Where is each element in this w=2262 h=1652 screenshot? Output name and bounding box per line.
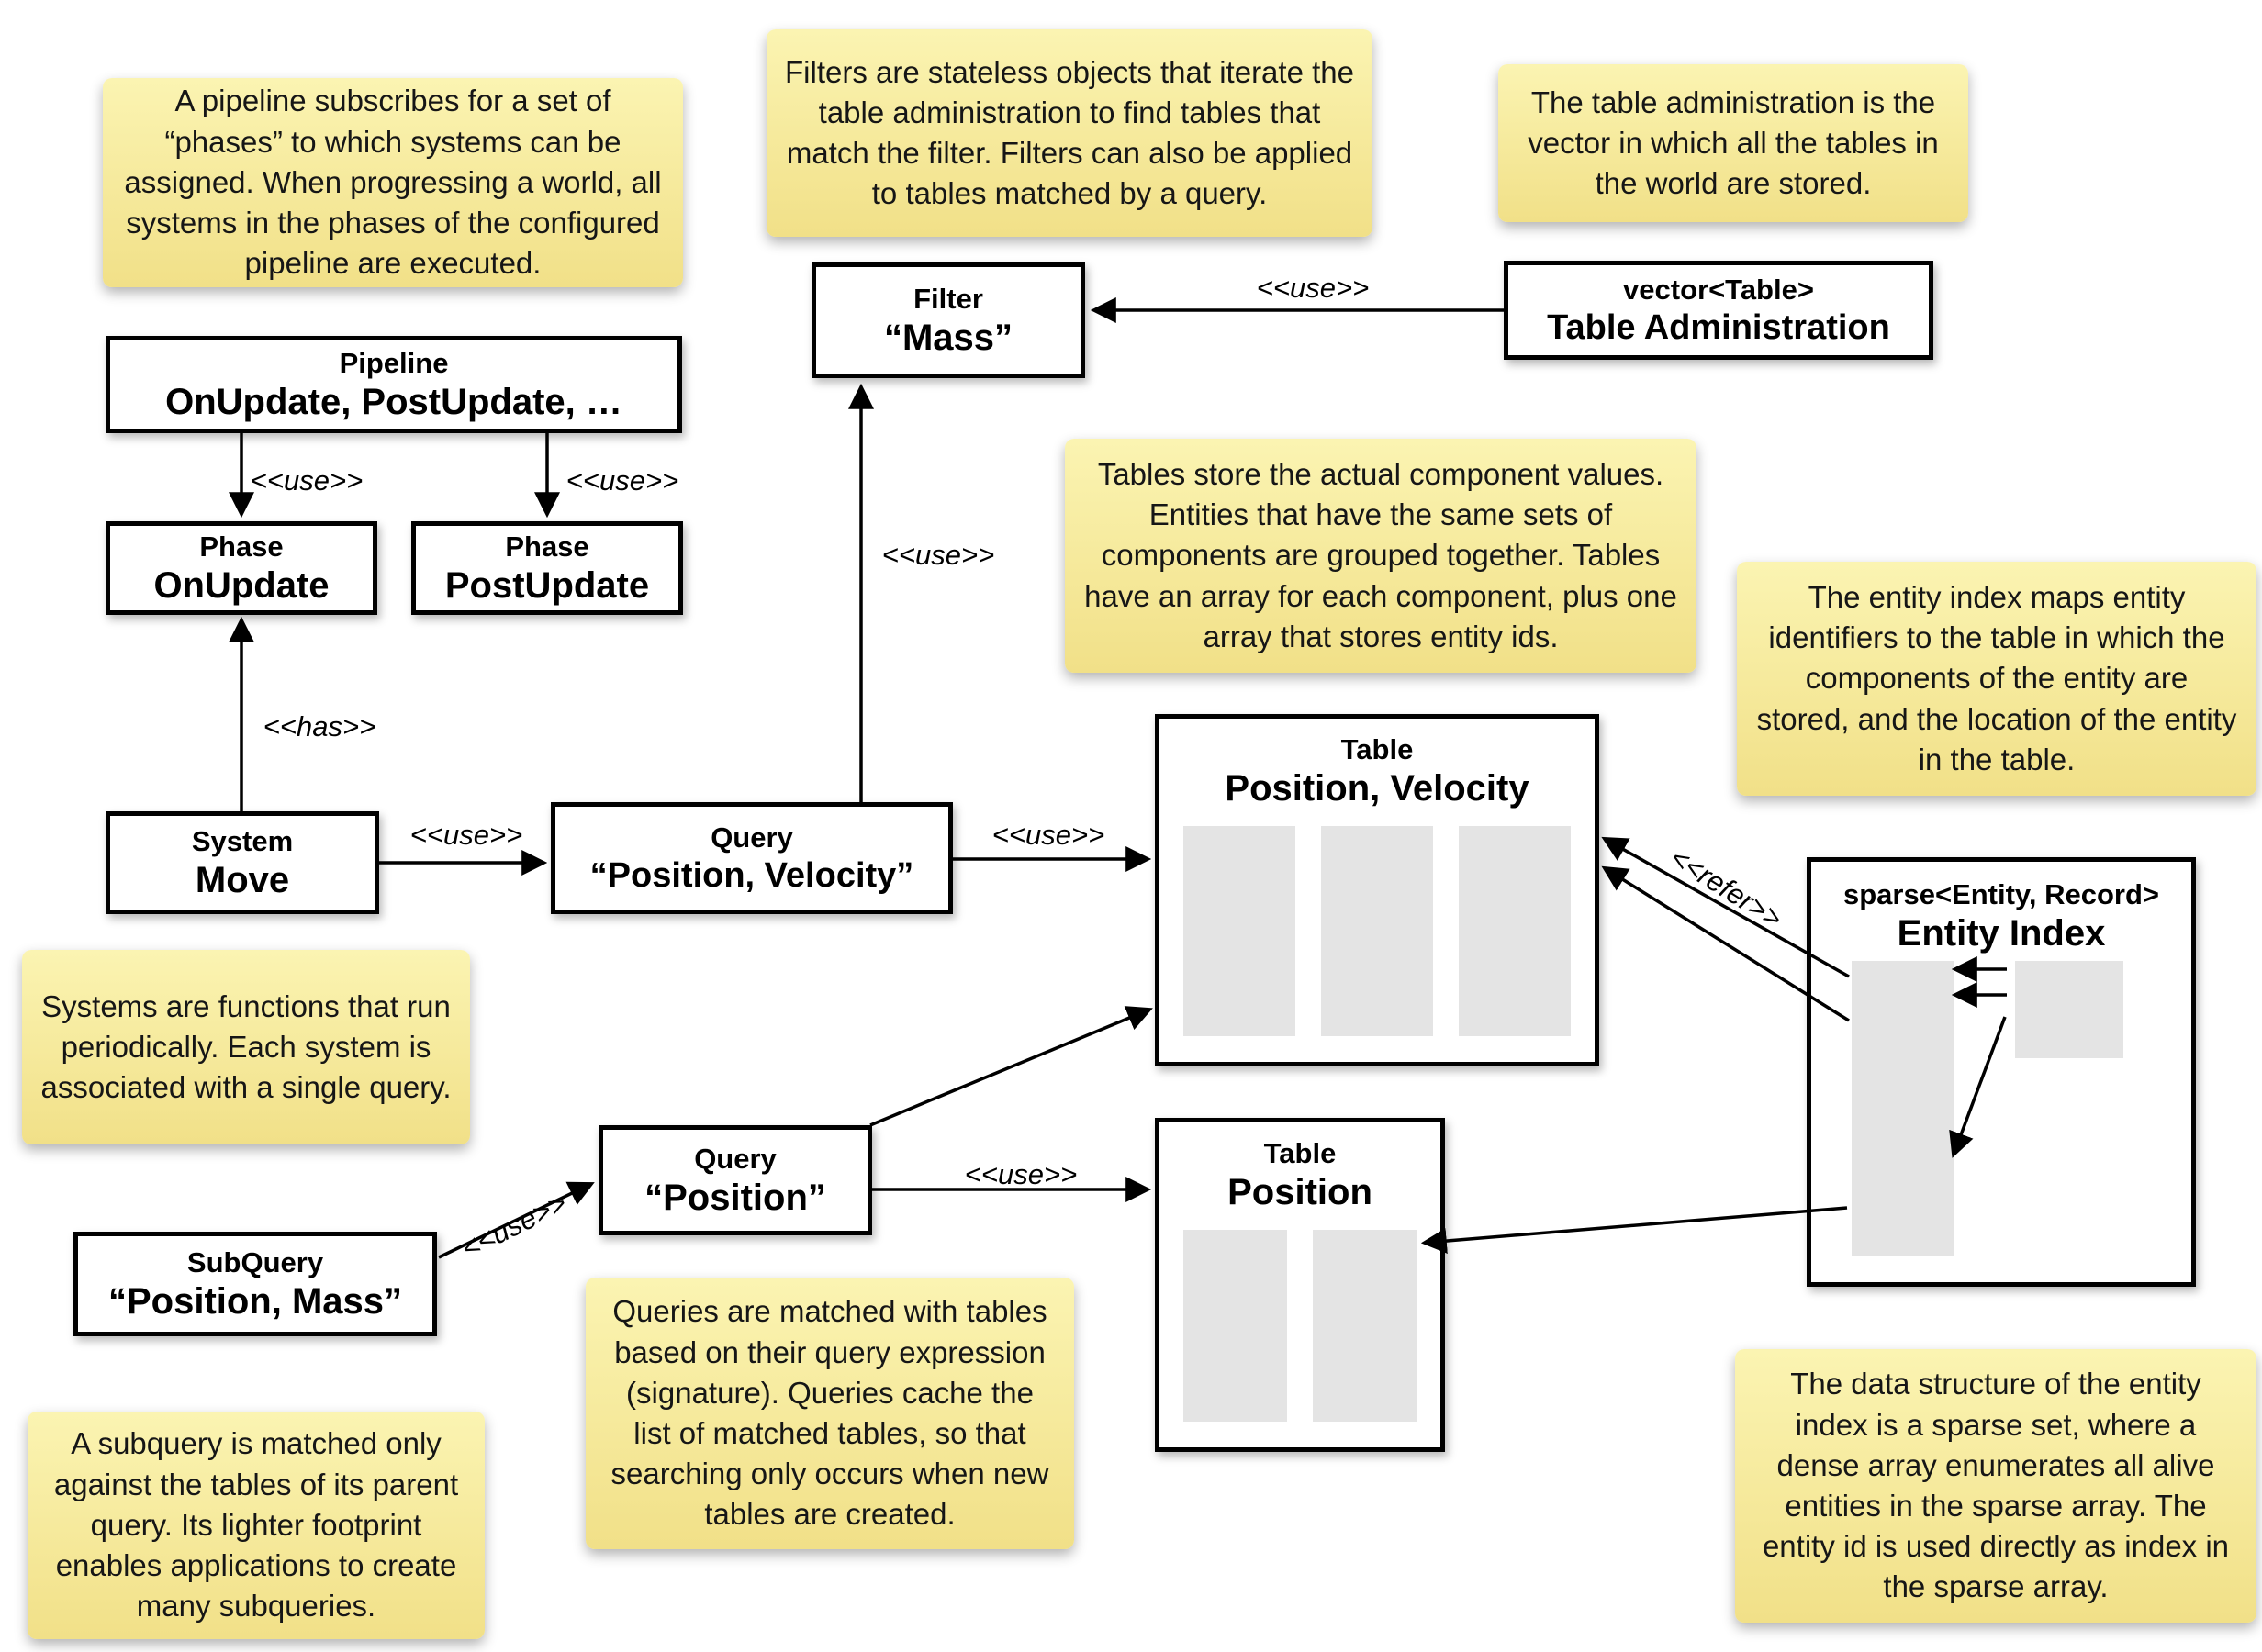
edge-label-use-system-query: <<use>> [409, 819, 523, 851]
note-pipeline: A pipeline subscribes for a set of “phas… [103, 78, 683, 287]
box-stereotype: Table [1263, 1137, 1337, 1169]
note-filters: Filters are stateless objects that itera… [767, 29, 1372, 237]
uml-box-filter-mass: Filter “Mass” [812, 262, 1085, 378]
component-arrays [1183, 826, 1571, 1036]
box-stereotype: Table [1340, 733, 1414, 765]
box-stereotype: Query [694, 1142, 777, 1175]
uml-box-system-move: System Move [106, 811, 379, 914]
note-subquery: A subquery is matched only against the t… [28, 1412, 485, 1639]
box-name: “Position” [644, 1177, 826, 1218]
box-stereotype: sparse<Entity, Record> [1842, 878, 2159, 910]
box-name: “Position, Mass” [107, 1280, 403, 1322]
uml-box-table-position: Table Position [1155, 1118, 1445, 1452]
edge-label-refer-entityindex-table: <<refer>> [1664, 841, 1788, 935]
uml-box-phase-onupdate: Phase OnUpdate [106, 521, 377, 615]
uml-box-query-position-velocity: Query “Position, Velocity” [551, 802, 953, 914]
arrow-queryp-to-table-pv [869, 1006, 1153, 1127]
component-array [1313, 1230, 1417, 1422]
edge-label-use-admin-filter: <<use>> [1256, 272, 1370, 304]
uml-box-pipeline: Pipeline OnUpdate, PostUpdate, … [106, 336, 682, 433]
edge-label-has-system-phase: <<has>> [263, 710, 376, 742]
box-name: OnUpdate [153, 564, 330, 606]
note-table-admin: The table administration is the vector i… [1498, 64, 1968, 222]
edge-label-use-queryp-tablep: <<use>> [964, 1158, 1078, 1190]
note-tables: Tables store the actual component values… [1065, 439, 1696, 673]
edge-label-use-query-table: <<use>> [991, 819, 1105, 851]
box-name: PostUpdate [444, 564, 650, 606]
note-entity-index: The entity index maps entity identifiers… [1737, 562, 2256, 796]
box-stereotype: System [191, 824, 294, 857]
box-name: “Position, Velocity” [589, 855, 914, 895]
sparse-array [1852, 961, 1954, 1256]
component-array [1183, 1230, 1287, 1422]
note-queries: Queries are matched with tables based on… [586, 1278, 1074, 1549]
box-stereotype: SubQuery [186, 1245, 324, 1278]
box-stereotype: Phase [199, 530, 284, 563]
uml-box-query-position: Query “Position” [599, 1125, 872, 1235]
uml-box-phase-postupdate: Phase PostUpdate [411, 521, 683, 615]
box-name: Entity Index [1897, 913, 2106, 954]
arrow-sparse-to-table-p [1420, 1206, 1848, 1254]
edge-label-use-pipeline-postupdate: <<use>> [566, 464, 679, 497]
component-array [1459, 826, 1571, 1036]
note-sparse-set: The data structure of the entity index i… [1735, 1349, 2256, 1623]
uml-box-table-position-velocity: Table Position, Velocity [1155, 714, 1599, 1066]
box-name: Move [195, 859, 290, 900]
edge-label-use-subquery-queryp: <<use>> [456, 1186, 572, 1266]
edge-label-use-pipeline-onupdate: <<use>> [250, 464, 364, 497]
box-name: Position, Velocity [1225, 768, 1529, 809]
component-array [1183, 826, 1295, 1036]
box-name: “Mass” [883, 317, 1013, 358]
box-stereotype: Filter [913, 282, 983, 315]
component-array [1321, 826, 1433, 1036]
edge-label-use-query-filter: <<use>> [881, 539, 995, 571]
uml-box-entity-index: sparse<Entity, Record> Entity Index [1807, 857, 2196, 1287]
box-name: Position [1227, 1172, 1372, 1212]
box-stereotype: Query [711, 820, 793, 854]
uml-box-table-administration: vector<Table> Table Administration [1504, 261, 1933, 360]
dense-array [2015, 961, 2123, 1058]
uml-box-subquery-position-mass: SubQuery “Position, Mass” [73, 1232, 437, 1336]
box-stereotype: vector<Table> [1623, 273, 1814, 306]
box-name: Table Administration [1547, 307, 1890, 347]
note-systems: Systems are functions that run periodica… [22, 950, 470, 1144]
component-arrays [1183, 1230, 1417, 1422]
box-name: OnUpdate, PostUpdate, … [165, 381, 622, 422]
box-stereotype: Pipeline [339, 346, 449, 379]
box-stereotype: Phase [505, 530, 589, 563]
